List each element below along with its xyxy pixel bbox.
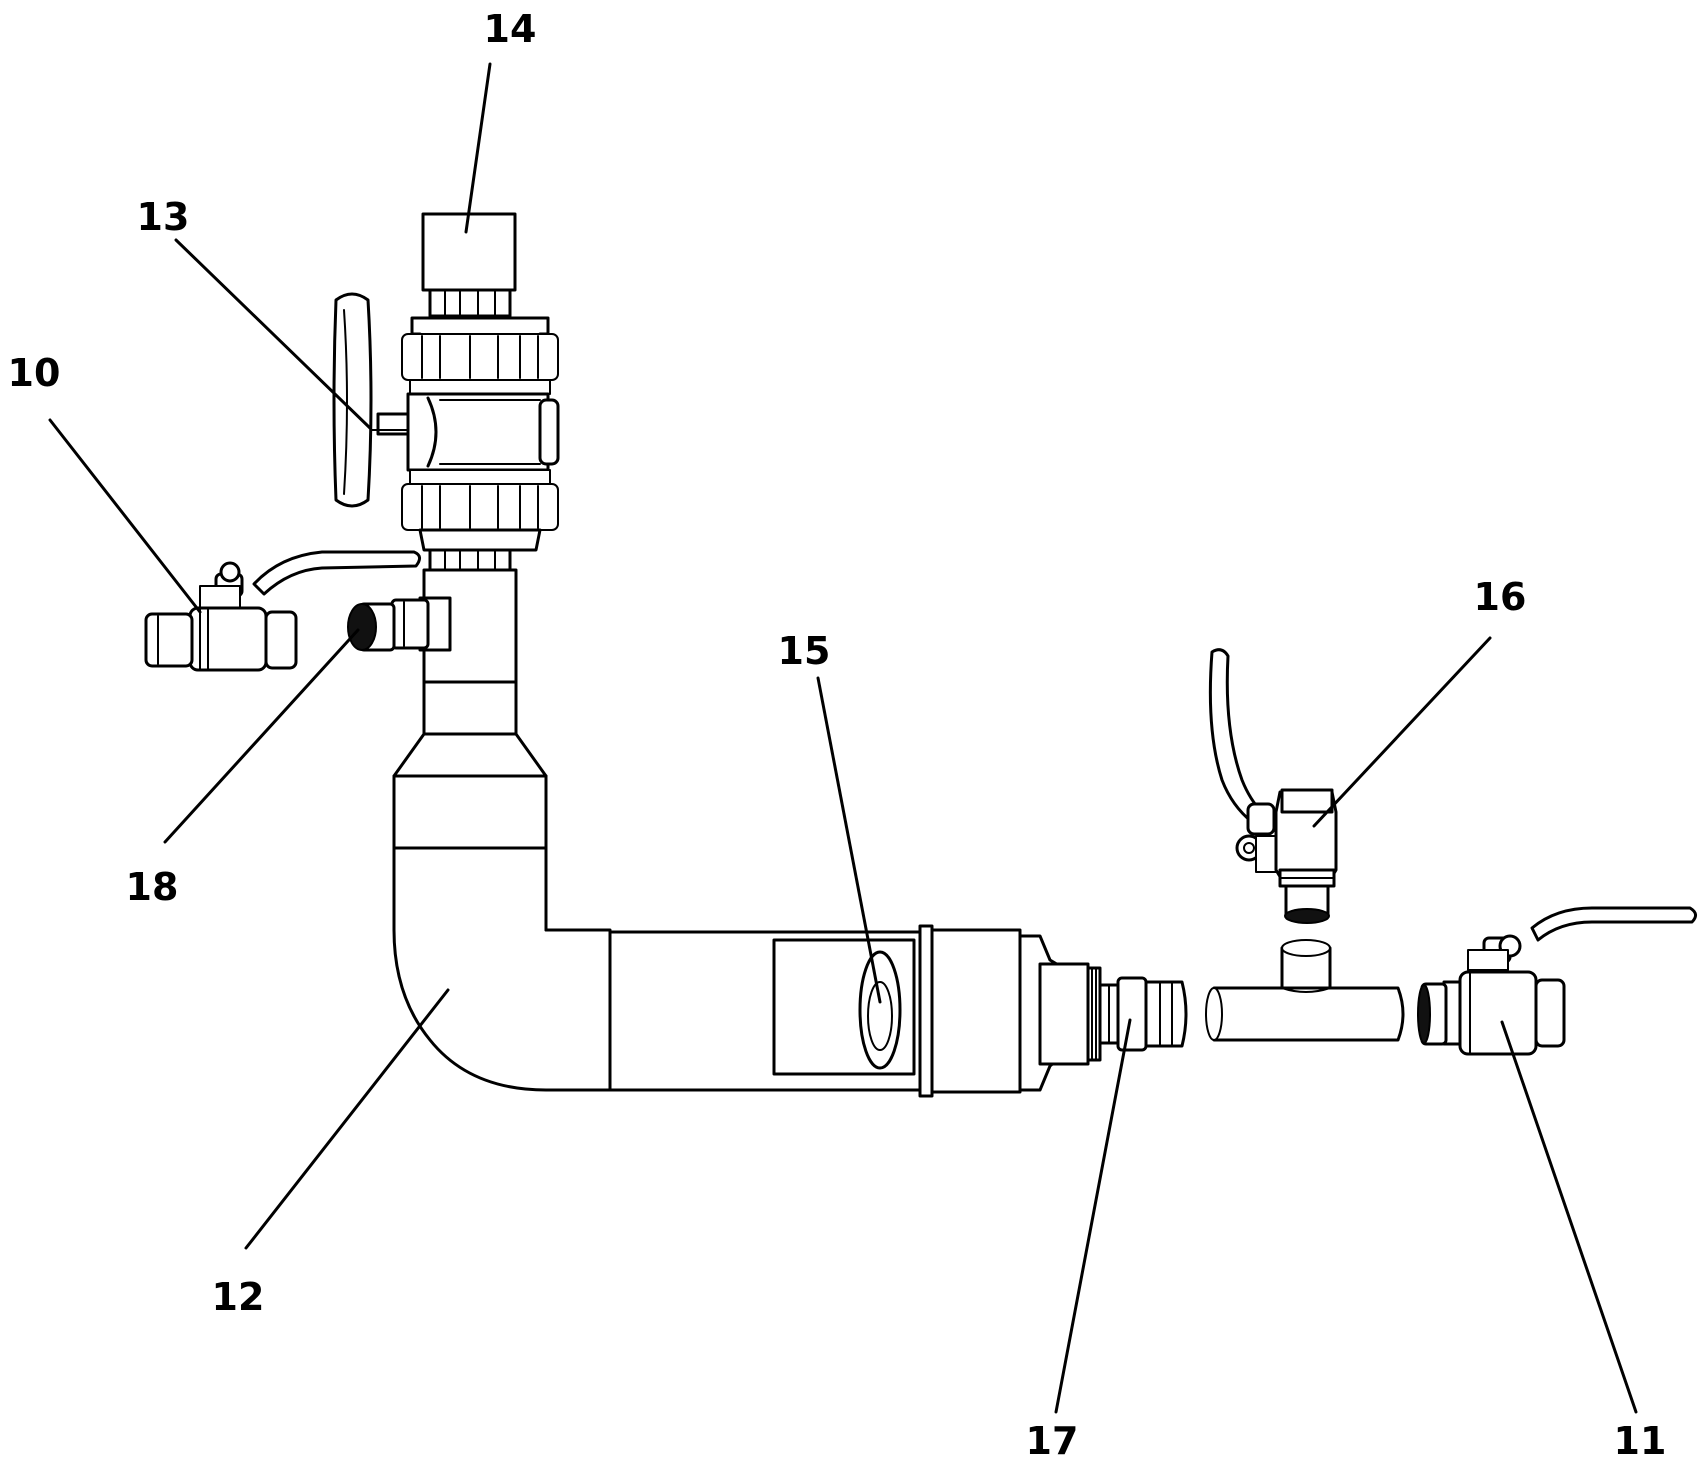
elbow-12 (392, 774, 612, 1092)
label-18: 18 (126, 865, 179, 909)
vertical-pipe (392, 568, 548, 778)
label-12: 12 (212, 1275, 265, 1319)
union-valve-13 (332, 292, 560, 572)
leader-17 (1054, 1018, 1132, 1414)
label-13: 13 (137, 195, 190, 239)
label-11: 11 (1614, 1419, 1667, 1463)
leader-lines (48, 62, 1638, 1414)
leader-10 (48, 418, 202, 614)
ball-valve-10 (144, 550, 421, 672)
label-10: 10 (8, 351, 61, 395)
label-15: 15 (778, 629, 831, 673)
leader-12 (244, 988, 450, 1250)
leader-13 (174, 238, 372, 430)
ball-valve-11 (1417, 906, 1697, 1056)
top-pipe-14 (421, 212, 517, 318)
leader-11 (1500, 1020, 1638, 1414)
leader-18 (163, 628, 360, 844)
leader-14 (464, 62, 492, 234)
callout-labels: 14 13 10 18 12 15 16 17 11 (8, 7, 1667, 1463)
tee-pipe (1205, 939, 1405, 1042)
leader-15 (816, 676, 882, 1004)
threaded-plug-18 (347, 598, 430, 652)
union-connector-17 (1098, 976, 1188, 1052)
label-14: 14 (484, 7, 537, 51)
label-17: 17 (1026, 1419, 1079, 1463)
label-16: 16 (1474, 575, 1527, 619)
filter-section-15 (608, 924, 1102, 1098)
ball-valve-16 (1208, 648, 1338, 924)
leader-16 (1312, 636, 1492, 828)
